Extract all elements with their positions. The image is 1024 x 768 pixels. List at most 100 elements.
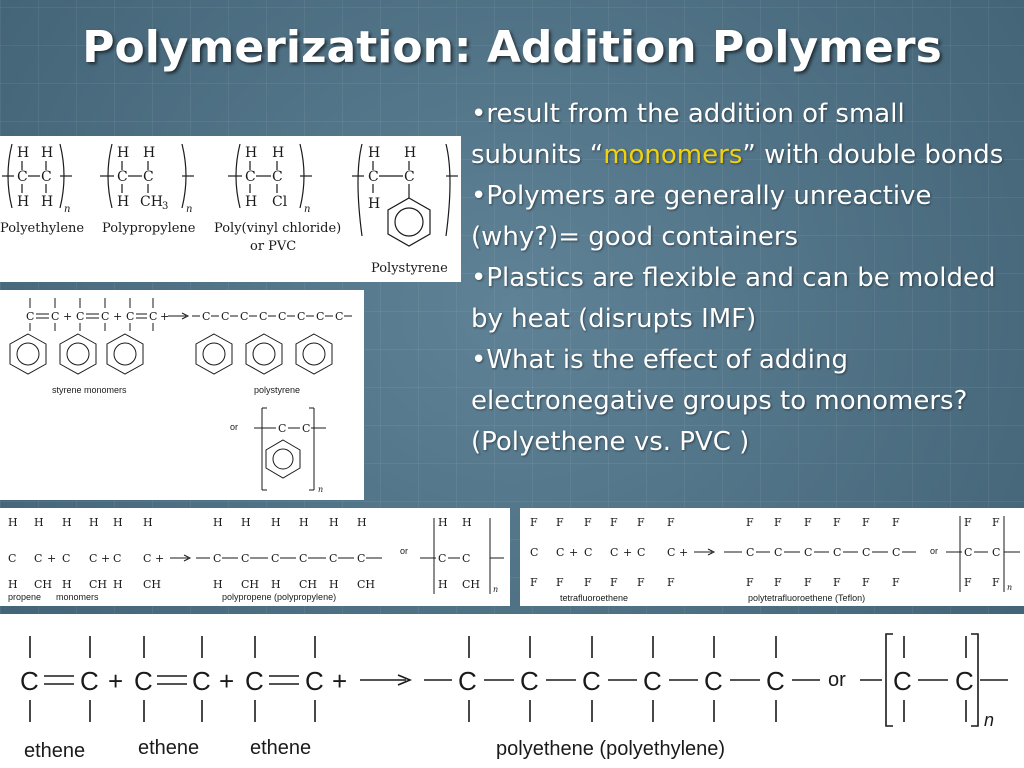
svg-text:C: C <box>117 169 128 185</box>
bullet-2: •Polymers are generally unreactive (why?… <box>471 181 932 252</box>
teflon-label: polytetrafluoroethene (Teflon) <box>748 593 865 603</box>
svg-text:C: C <box>202 310 210 323</box>
svg-text:H: H <box>62 516 72 529</box>
svg-text:C: C <box>143 169 154 185</box>
svg-text:C: C <box>955 666 974 696</box>
svg-text:H: H <box>17 145 29 161</box>
svg-text:C: C <box>34 552 42 565</box>
svg-text:F: F <box>584 516 592 529</box>
svg-text:C: C <box>458 666 477 696</box>
svg-text:C: C <box>272 169 283 185</box>
polystyrene-chain: C C C C C C C C <box>192 310 352 375</box>
svg-text:C: C <box>582 666 601 696</box>
bullet-3: •Plastics are flexible and can be molded… <box>471 263 996 334</box>
svg-text:C: C <box>892 546 900 559</box>
svg-text:C: C <box>329 552 337 565</box>
svg-text:C: C <box>149 310 157 323</box>
svg-text:H: H <box>329 578 339 591</box>
svg-text:+: + <box>47 552 56 565</box>
svg-text:C: C <box>520 666 539 696</box>
svg-text:H: H <box>272 145 284 161</box>
svg-text:H: H <box>17 194 29 210</box>
svg-text:C: C <box>245 666 264 696</box>
svg-text:F: F <box>833 516 841 529</box>
polystyrene-label: Polystyrene <box>371 261 448 276</box>
svg-text:F: F <box>637 576 645 589</box>
svg-text:F: F <box>610 576 618 589</box>
svg-text:C: C <box>62 552 70 565</box>
svg-text:CH: CH <box>462 578 480 591</box>
svg-text:C: C <box>126 310 134 323</box>
svg-text:C: C <box>992 546 1000 559</box>
svg-text:F: F <box>892 576 900 589</box>
bullet-1: •result from the addition of small subun… <box>471 99 1004 170</box>
svg-text:C: C <box>20 666 39 696</box>
svg-text:H: H <box>245 194 257 210</box>
svg-text:C: C <box>134 666 153 696</box>
bullet-list: •result from the addition of small subun… <box>471 94 1016 463</box>
svg-text:H: H <box>271 516 281 529</box>
svg-text:C: C <box>404 169 415 185</box>
ethene-label-1: ethene <box>24 740 85 762</box>
ethene-n-subscript: n <box>984 710 994 730</box>
svg-text:C: C <box>213 552 221 565</box>
svg-text:H: H <box>213 516 223 529</box>
svg-text:H: H <box>213 578 223 591</box>
svg-text:H: H <box>117 145 129 161</box>
svg-text:F: F <box>774 516 782 529</box>
pvc-label: Poly(vinyl chloride) <box>214 221 341 236</box>
svg-text:C: C <box>774 546 782 559</box>
svg-text:H: H <box>245 145 257 161</box>
svg-text:C: C <box>316 310 324 323</box>
svg-text:C: C <box>221 310 229 323</box>
svg-text:C: C <box>667 546 675 559</box>
svg-text:C: C <box>462 552 470 565</box>
svg-text:+: + <box>219 666 234 696</box>
svg-text:CH: CH <box>89 578 107 591</box>
svg-text:H: H <box>329 516 339 529</box>
svg-text:H: H <box>438 578 448 591</box>
svg-text:H: H <box>368 196 380 212</box>
svg-text:C: C <box>893 666 912 696</box>
svg-text:C: C <box>89 552 97 565</box>
svg-text:C: C <box>17 169 28 185</box>
polypropene-label: polypropene (polypropylene) <box>222 592 336 602</box>
svg-text:H: H <box>62 578 72 591</box>
svg-text:F: F <box>556 516 564 529</box>
svg-text:H: H <box>113 516 123 529</box>
svg-text:C: C <box>101 310 109 323</box>
svg-text:F: F <box>667 516 675 529</box>
svg-text:C: C <box>278 422 286 435</box>
svg-text:F: F <box>584 576 592 589</box>
svg-text:C: C <box>241 552 249 565</box>
svg-text:CH: CH <box>299 578 317 591</box>
svg-text:F: F <box>804 516 812 529</box>
polypropylene-label: Polypropylene <box>102 221 196 236</box>
svg-text:F: F <box>746 576 754 589</box>
svg-text:C: C <box>438 552 446 565</box>
propene-monomers-label: monomers <box>56 592 99 602</box>
svg-text:C: C <box>964 546 972 559</box>
svg-text:H: H <box>117 194 129 210</box>
svg-text:C: C <box>368 169 379 185</box>
svg-text:C: C <box>297 310 305 323</box>
svg-text:H: H <box>143 516 153 529</box>
svg-text:CH: CH <box>357 578 375 591</box>
svg-text:+: + <box>155 552 164 565</box>
svg-text:C: C <box>26 310 34 323</box>
svg-text:C: C <box>302 422 310 435</box>
svg-text:C: C <box>704 666 723 696</box>
svg-text:CH: CH <box>34 578 52 591</box>
svg-text:F: F <box>833 576 841 589</box>
svg-text:F: F <box>992 516 1000 529</box>
